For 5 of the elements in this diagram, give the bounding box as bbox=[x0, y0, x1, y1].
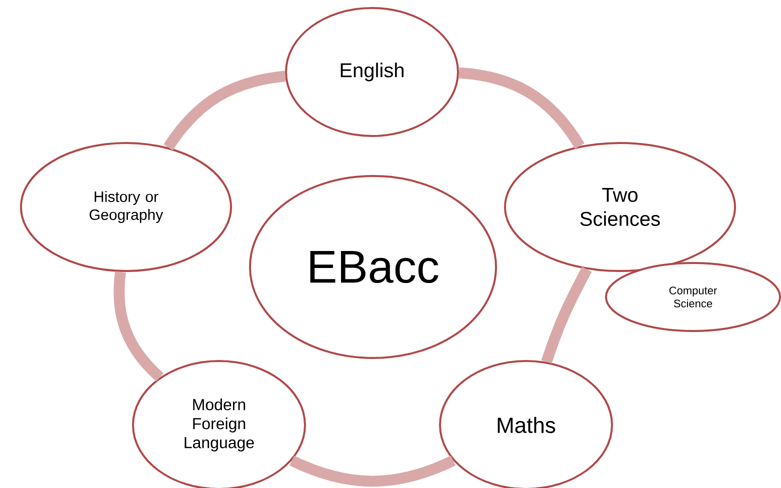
ring-segment bbox=[458, 67, 584, 149]
ring-segment bbox=[164, 70, 286, 150]
ring-segment bbox=[114, 271, 164, 382]
ring-segment bbox=[290, 456, 456, 487]
node-label: Computer Science bbox=[669, 286, 717, 308]
